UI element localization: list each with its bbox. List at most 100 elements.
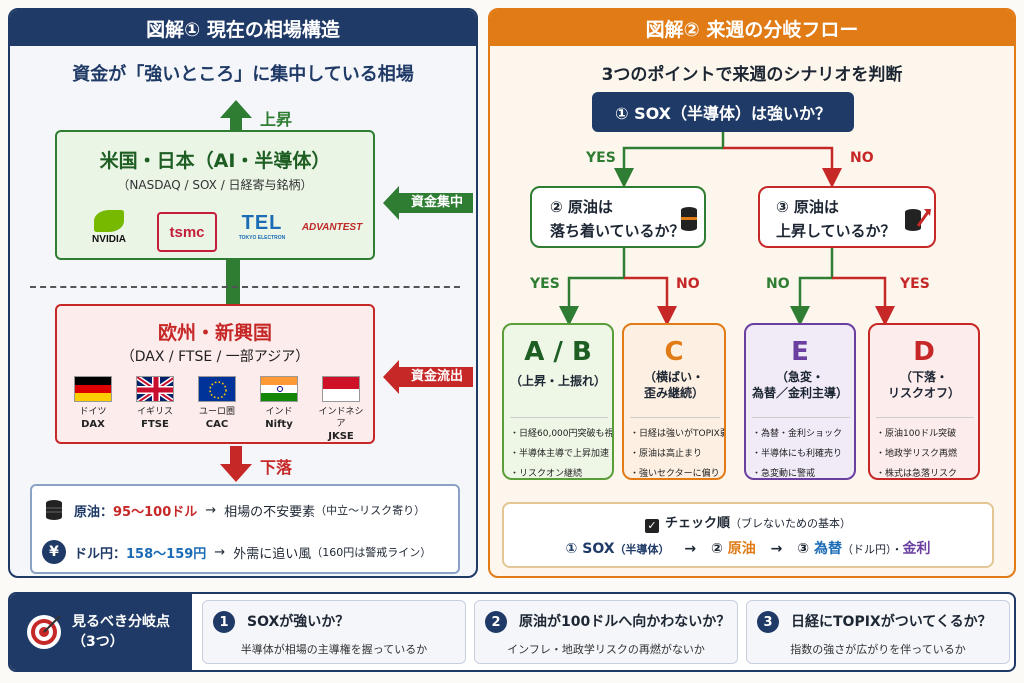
flag-indonesia: インドネシア JKSE — [315, 376, 367, 444]
q2-yes-label: YES — [530, 276, 560, 292]
scenario-d-title: D — [913, 337, 935, 367]
key-points-title-line1: 見るべき分岐点 — [72, 614, 170, 630]
question-sox: ① SOX（半導体）は強いか？ — [592, 92, 854, 132]
rise-label: 上昇 — [260, 110, 293, 129]
q2-line1: ② 原油は — [550, 198, 613, 216]
target-icon — [27, 615, 61, 649]
tsmc-logo: tsmc — [157, 212, 217, 252]
key-point-oil: 2 原油が100ドルへ向かわないか？ インフレ・地政学リスクの再燃がないか — [474, 600, 738, 664]
key-point-description: 半導体が相場の主導権を握っているか — [240, 643, 428, 656]
tel-logo-text: TEL — [241, 212, 283, 234]
check-order-title: ✓チェック順（ブレないための基本） — [504, 512, 992, 533]
flag-country: ドイツ — [79, 407, 107, 417]
bullet: ・為替・金利ショック — [752, 429, 843, 439]
oil-arrow: → — [205, 502, 217, 518]
flag-country: インド — [265, 407, 293, 417]
flag-index: JKSE — [328, 431, 354, 442]
scenario-c-title: C — [664, 337, 684, 367]
scenario-e: E （急変・ 為替／金利主導） ・為替・金利ショック ・半導体にも利確売り ・急… — [744, 323, 856, 480]
flag-index: FTSE — [141, 419, 169, 430]
bullet: ・急変動に警戒 — [752, 469, 816, 479]
check-step-oil: 原油 — [727, 541, 756, 557]
scenario-ab-sub: （上昇・上振れ） — [509, 374, 606, 388]
scenario-c-sub1: （横ばい・ — [643, 370, 704, 384]
flow-connector — [226, 260, 240, 310]
key-point-question: 日経にTOPIXがついてくるか？ — [791, 614, 992, 630]
divider — [30, 286, 460, 288]
check-order-box: ✓チェック順（ブレないための基本） ① SOX（半導体） → ② 原油 → ③ … — [502, 502, 994, 568]
q1-no-line — [723, 146, 842, 188]
bullet: ・原油は高止まり — [630, 449, 703, 459]
checkbox-icon: ✓ — [644, 519, 659, 533]
down-arrow-icon — [220, 446, 252, 482]
strong-market-box: 米国・日本（AI・半導体） （NASDAQ / SOX / 日経寄与銘柄） NV… — [55, 130, 375, 260]
oil-barrel-icon — [46, 500, 62, 520]
oil-label: 原油： — [74, 504, 114, 520]
flow-lines — [559, 132, 895, 326]
flag-india: インド Nifty — [253, 376, 305, 432]
flag-index: Nifty — [265, 419, 293, 430]
q2-yes-line — [559, 248, 626, 326]
scenario-e-sub2: 為替／金利主導） — [751, 386, 848, 400]
tel-logo: TEL TOKYO ELECTRON — [232, 212, 292, 241]
check-arrow: → — [770, 541, 783, 557]
key-point-number: 1 — [213, 611, 235, 633]
q1-no-label: NO — [850, 150, 874, 166]
scenario-d-sub2: リスクオフ） — [887, 386, 960, 400]
outflow-arrow-icon — [383, 360, 473, 394]
scenario-ab-title: A / B — [524, 337, 592, 367]
q3-line1: ③ 原油は — [776, 198, 839, 216]
outflow-label: 資金流出 — [410, 369, 463, 384]
scenario-e-sub1: （急変・ — [775, 370, 824, 384]
check-step2-num: ② — [711, 541, 723, 557]
bullet: ・半導体主導で上昇加速 — [510, 449, 610, 459]
bullet: ・リスクオン継続 — [510, 469, 583, 479]
check-title-text: チェック順 — [664, 516, 730, 531]
check-step-sox-note: （半導体） — [614, 543, 670, 556]
key-point-description: 指数の強さが広がりを伴っているか — [790, 643, 966, 656]
flag-index: CAC — [205, 419, 229, 430]
nvidia-eye-icon — [94, 210, 124, 232]
weak-market-title: 欧州・新興国 — [157, 322, 272, 344]
q3-yes-line — [832, 276, 895, 326]
check-step-fx-note: （ドル円）・ — [841, 543, 903, 556]
flag-country: イギリス — [136, 407, 173, 417]
key-points-title: 見るべき分岐点 （3つ） — [72, 612, 170, 652]
scenario-panel: 図解② 来週の分岐フロー 3つのポイントで来週のシナリオを判断 ① SOX（半導… — [488, 8, 1016, 578]
scenario-d: D （下落・ リスクオフ） ・原油100ドル突破 ・地政学リスク再燃 ・株式は急… — [868, 323, 980, 480]
scenario-c-bullets: ・日経は強いがTOPIX弱い ・原油は高止まり ・強いセクターに偏り — [630, 417, 724, 479]
flag-germany: ドイツ DAX — [67, 376, 119, 432]
q3-no-label: NO — [766, 276, 790, 292]
q2-no-line — [624, 276, 677, 326]
q3-no-line — [790, 248, 834, 326]
scenario-ab: A / B （上昇・上振れ） ・日経60,000円突破も視野 ・半導体主導で上昇… — [502, 323, 614, 480]
tel-logo-subtext: TOKYO ELECTRON — [238, 235, 286, 241]
oil-barrel-icon — [681, 207, 697, 231]
check-step3-num: ③ — [797, 541, 810, 557]
structure-subtitle: 資金が「強いところ」に集中している相場 — [72, 64, 414, 85]
scenario-d-sub1: （下落・ — [899, 370, 948, 384]
key-point-question: 原油が100ドルへ向かわないか？ — [519, 614, 731, 630]
scenario-subtitle: 3つのポイントで来週のシナリオを判断 — [601, 65, 903, 85]
scenario-panel-title: 図解② 来週の分岐フロー — [490, 10, 1014, 46]
key-points-bar: 見るべき分岐点 （3つ） 1 SOXが強いか？ 半導体が相場の主導権を握っている… — [8, 592, 1016, 672]
q2-line2: 落ち着いているか？ — [550, 222, 685, 240]
yen-icon: ¥ — [42, 540, 66, 564]
bullet: ・地政学リスク再燃 — [876, 449, 958, 459]
inflow-arrow-icon — [383, 186, 473, 220]
fx-row: ¥ ドル円： 158〜159円 → 外需に追い風 （160円は警戒ライン） — [32, 532, 458, 572]
structure-panel-title: 図解① 現在の相場構造 — [10, 10, 476, 46]
nvidia-logo: NVIDIA — [79, 210, 139, 245]
bullet: ・日経60,000円突破も視野 — [510, 429, 614, 439]
scenario-c-sub2: 歪み継続） — [643, 386, 704, 400]
bullet: ・半導体にも利確売り — [752, 449, 843, 459]
bullet: ・強いセクターに偏り — [630, 469, 720, 479]
scenario-e-bullets: ・為替・金利ショック ・半導体にも利確売り ・急変動に警戒 — [752, 417, 850, 479]
oil-note-detail: （中立〜リスク寄り） — [315, 504, 426, 517]
eu-flag-icon — [198, 376, 236, 402]
fx-value: 158〜159円 — [126, 546, 207, 562]
nvidia-logo-text: NVIDIA — [92, 234, 126, 245]
advantest-logo: ADVANTEST — [301, 222, 363, 233]
fall-label: 下落 — [260, 458, 293, 477]
check-step-rates: 金利 — [902, 541, 931, 557]
